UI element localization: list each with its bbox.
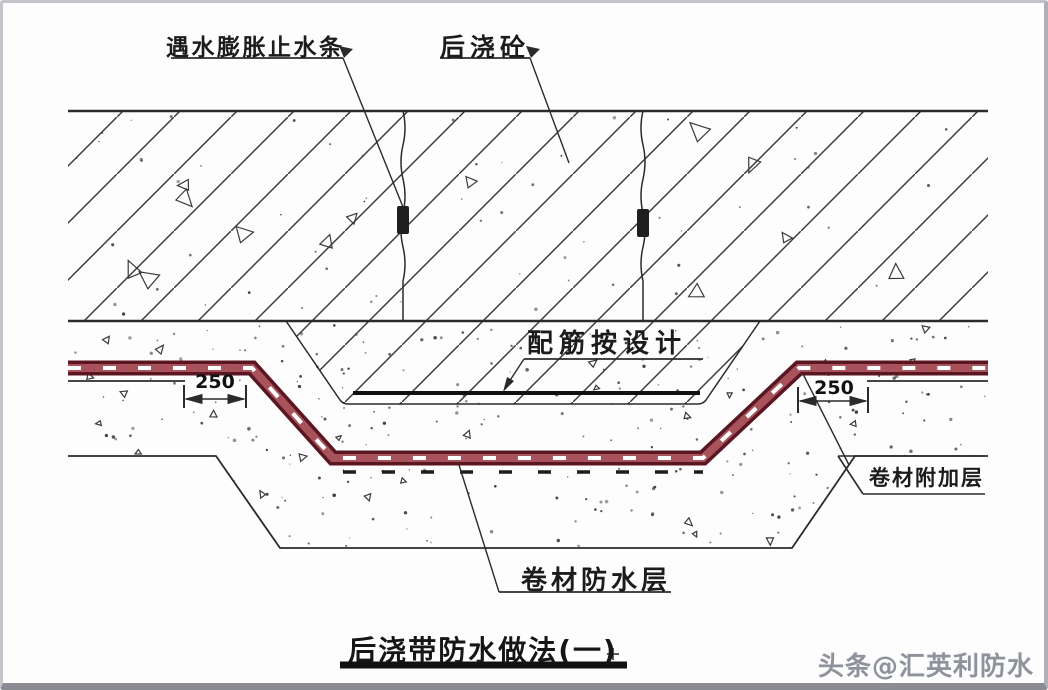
top-slab-hatch xyxy=(68,109,988,404)
construction-detail-drawing xyxy=(68,46,988,669)
concrete-speckle-lower xyxy=(74,324,987,548)
title-underline xyxy=(340,648,627,669)
label-rebar-note: 配筋按设计 xyxy=(527,329,688,359)
label-post-cast-concrete: 后浇砼 xyxy=(440,33,531,62)
leader-waterstop xyxy=(171,46,404,208)
dimension-text-right: 250 xyxy=(814,377,854,399)
recess-hatch xyxy=(286,321,760,404)
construction-joint-left xyxy=(397,110,409,321)
recess-outline xyxy=(285,320,761,405)
label-membrane-additional-layer: 卷材附加层 xyxy=(869,466,984,490)
construction-joint-right xyxy=(637,110,649,321)
additional-layer-box xyxy=(802,373,985,495)
concrete-speckle-slab xyxy=(75,115,948,316)
leader-rebar xyxy=(503,358,703,392)
leader-arrow-icon xyxy=(503,377,514,392)
label-waterstop-strip: 遇水膨胀止水条 xyxy=(166,35,345,61)
leader-postcast xyxy=(440,46,570,164)
dimension-text-left: 250 xyxy=(195,371,235,393)
dim-arrow-right-icon xyxy=(849,395,868,407)
dimension-right-250 xyxy=(797,387,869,413)
joint-crack-line xyxy=(400,110,406,321)
waterstop-bar-icon xyxy=(637,209,649,237)
leader-membrane xyxy=(458,464,671,593)
leader-arrow-icon xyxy=(526,46,540,58)
dimension-left-250 xyxy=(183,385,247,408)
dim-arrow-left-icon xyxy=(184,393,203,405)
membrane-granule-dashes xyxy=(68,366,988,460)
drawing-title: 后浇带防水做法(一) xyxy=(348,634,618,667)
watermark-text: 头条@汇英利防水 xyxy=(817,652,1034,682)
joint-crack-line xyxy=(640,110,646,321)
dim-arrow-right-icon xyxy=(227,393,246,405)
waterproof-membrane xyxy=(68,360,988,474)
label-membrane-layer: 卷材防水层 xyxy=(521,566,672,596)
waterstop-bar-icon xyxy=(397,206,409,234)
lower-concrete-boundary xyxy=(68,455,988,549)
leader-arrow-icon xyxy=(339,46,353,58)
